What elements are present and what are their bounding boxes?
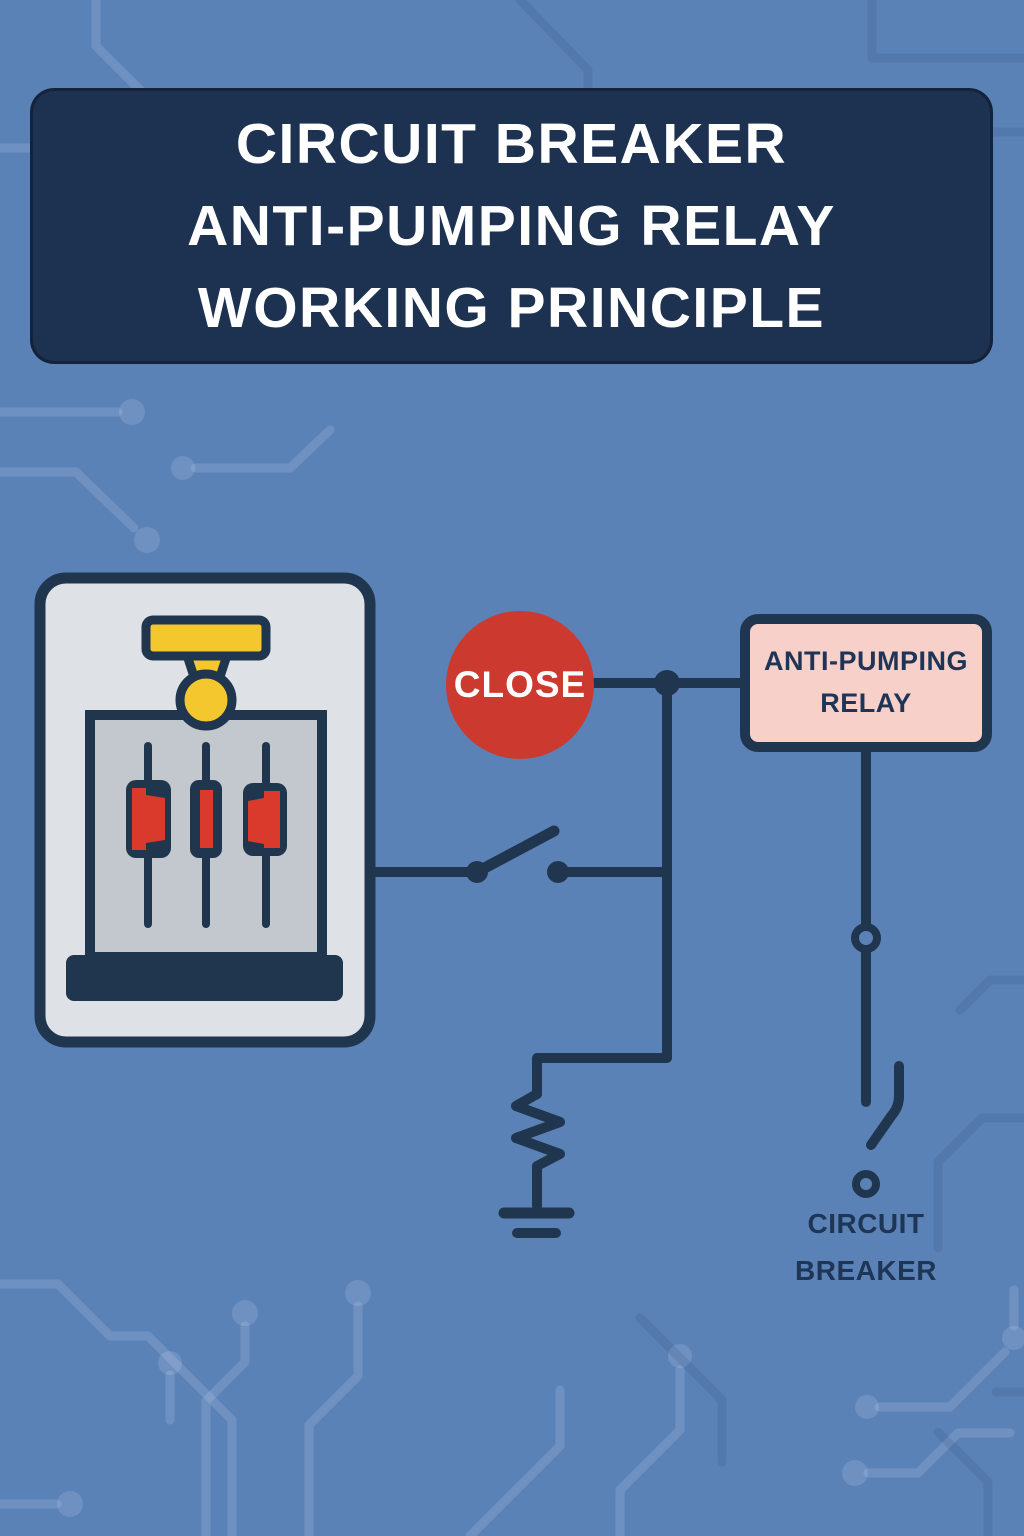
wire-junction-to-coil (532, 690, 672, 1099)
contact-slider-icon (126, 780, 171, 858)
anti-pumping-relay-box: ANTI-PUMPING RELAY (740, 614, 992, 752)
contact-slider-icon (190, 780, 222, 858)
relay-label-line-1: ANTI-PUMPING (764, 646, 968, 677)
relay-label-line-2: RELAY (820, 688, 912, 718)
title-line-2: ANTI-PUMPING RELAY (187, 193, 836, 258)
circuit-breaker-label-line-1: CIRCUIT (807, 1208, 925, 1239)
open-switch-icon (471, 825, 560, 878)
terminal-ring-icon (851, 923, 881, 953)
contact-slider-icon (243, 783, 287, 856)
terminal-ring-icon (852, 1170, 880, 1198)
close-command-badge: CLOSE (446, 611, 594, 759)
cabinet-handle-icon (141, 615, 271, 731)
switch-terminal-dot (547, 861, 569, 883)
coil-resistor-icon (511, 1089, 565, 1211)
junction-dots (466, 670, 881, 1198)
title-line-3: WORKING PRINCIPLE (197, 276, 826, 341)
wires (365, 678, 904, 1238)
junction-dot-icon (654, 670, 680, 696)
circuit-breaker-label: CIRCUIT BREAKER (741, 1200, 991, 1294)
breaker-contact-icon (866, 1061, 904, 1150)
title-line-1: CIRCUIT BREAKER (235, 111, 788, 176)
close-command-label: CLOSE (453, 664, 587, 705)
breaker-cabinet-icon (34, 572, 376, 1048)
title-banner: CIRCUIT BREAKER ANTI-PUMPING RELAY WORKI… (30, 88, 993, 364)
cabinet-base (66, 955, 343, 1001)
circuit-breaker-label-line-2: BREAKER (795, 1255, 937, 1287)
switch-terminal-dot (466, 861, 488, 883)
